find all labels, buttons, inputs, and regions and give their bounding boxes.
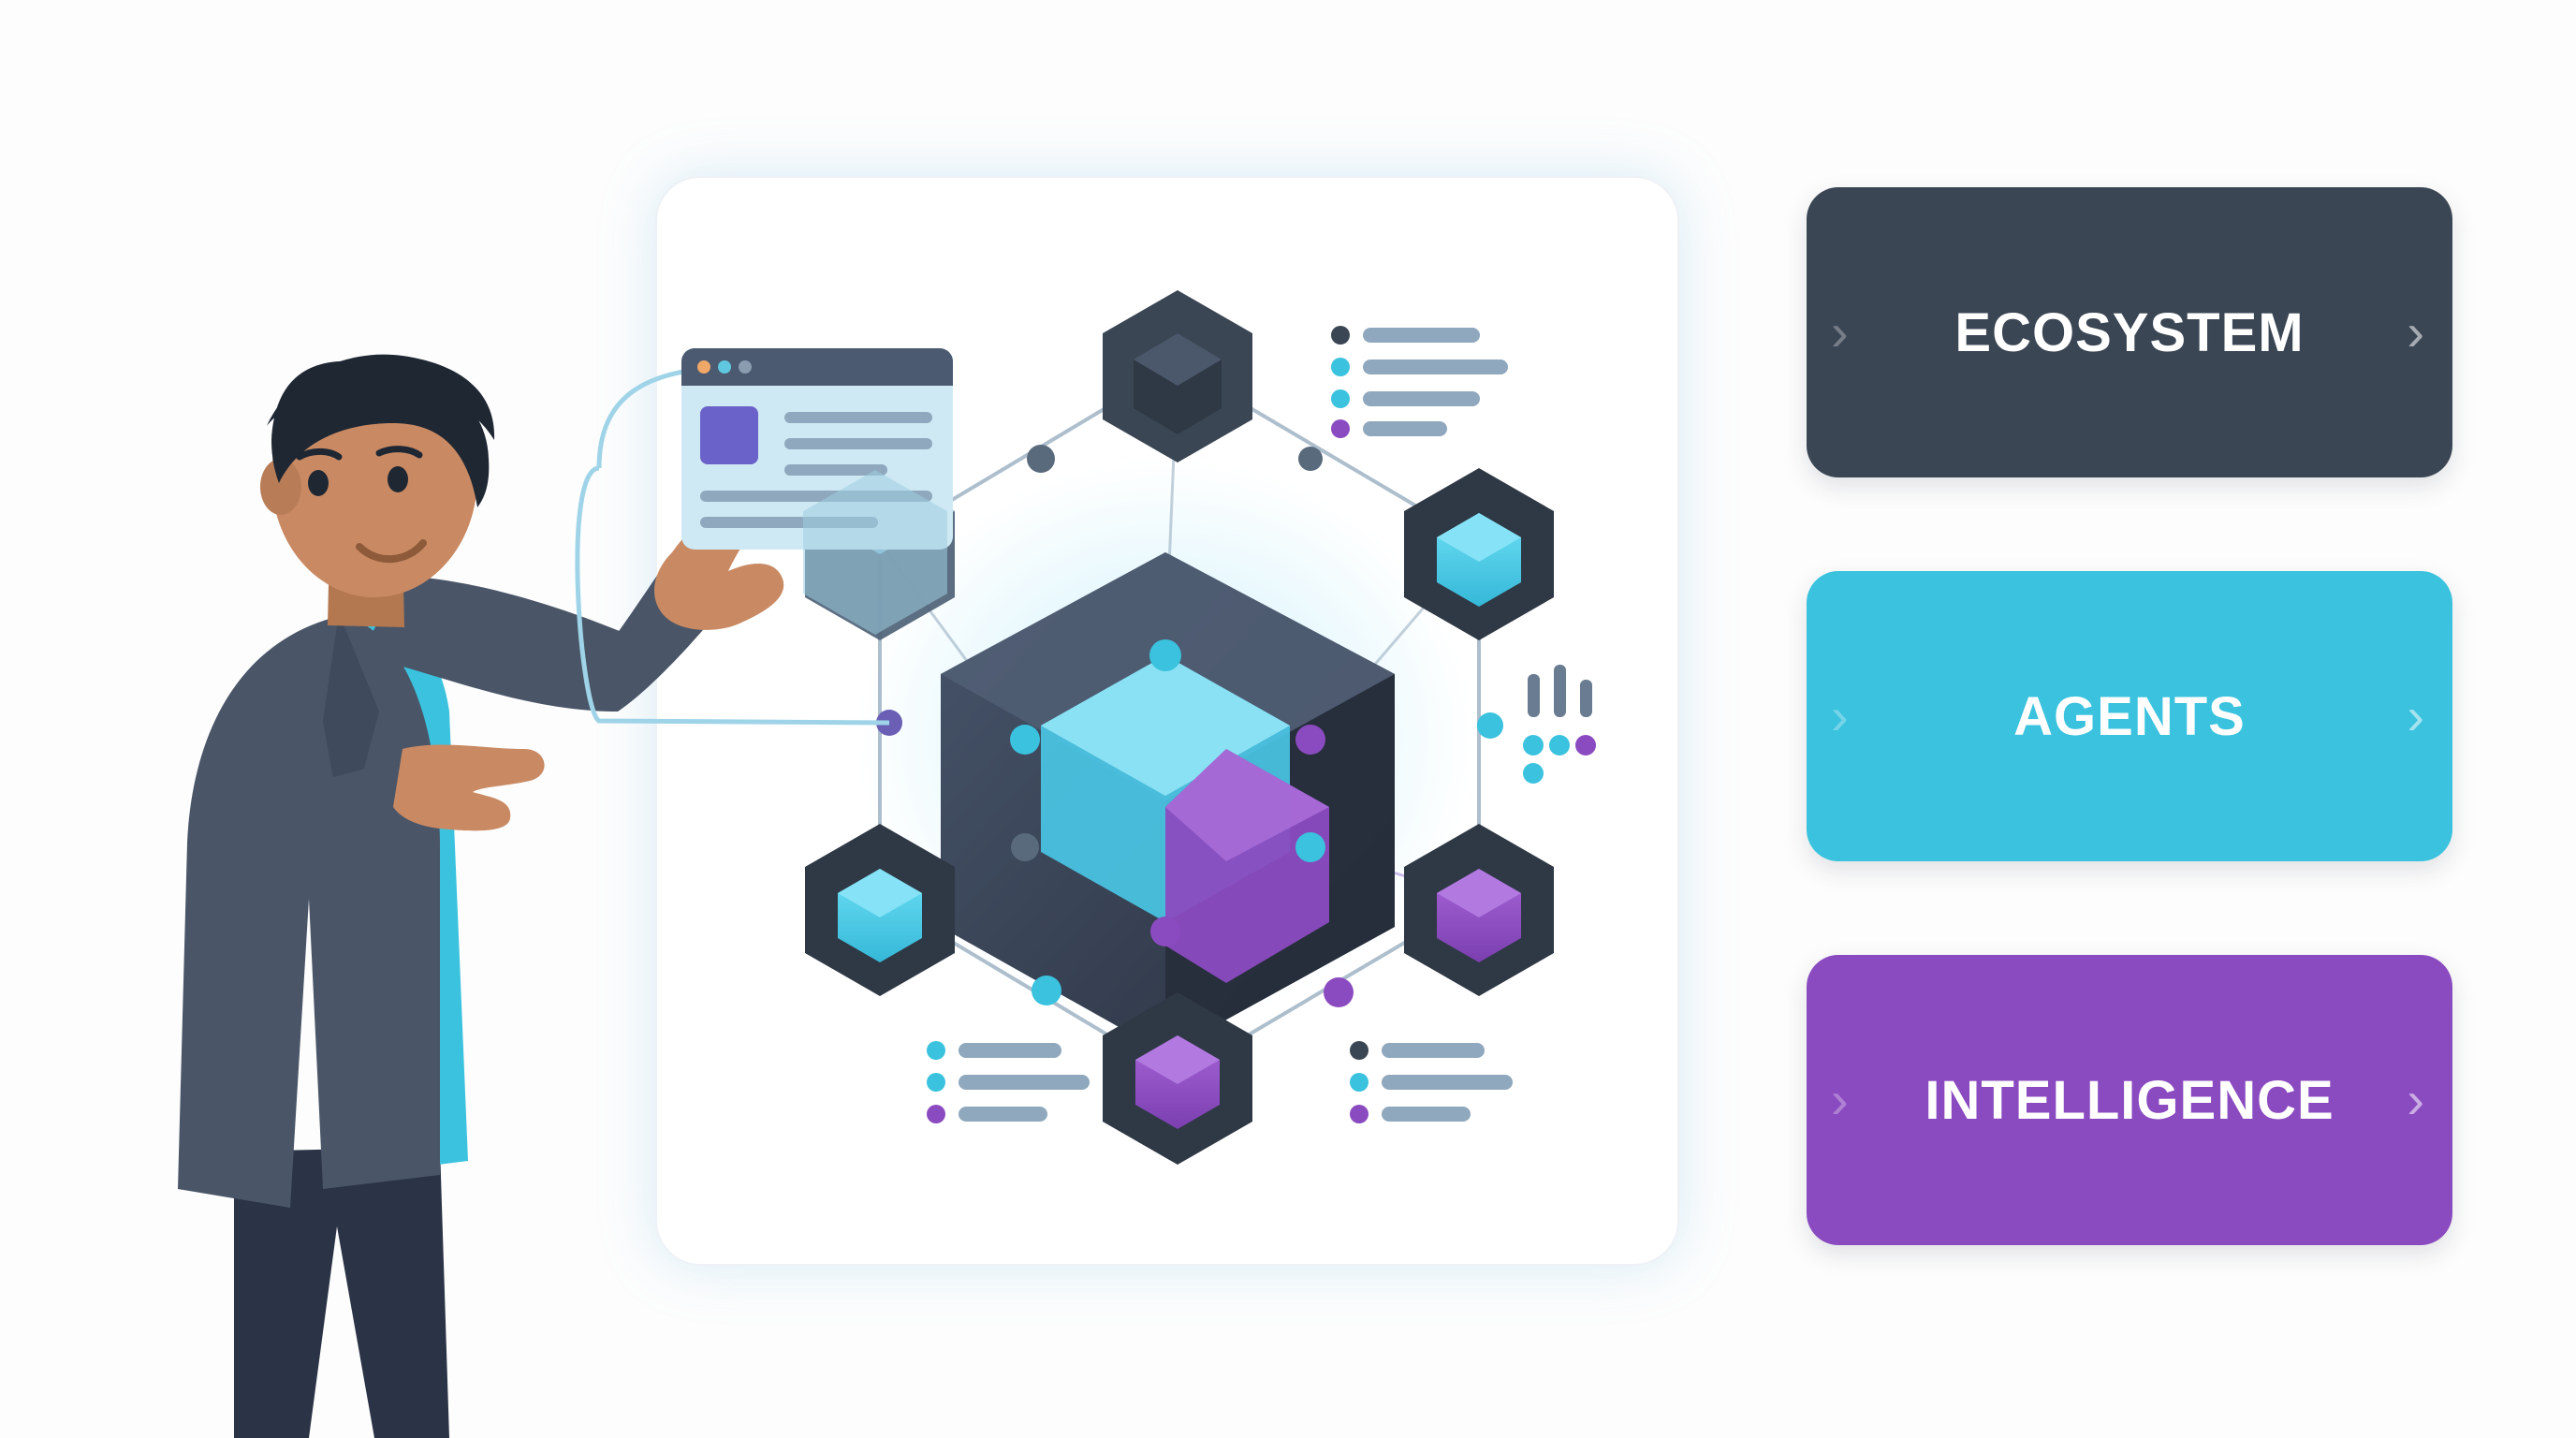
hex-node-top — [1103, 290, 1252, 462]
person-brow-right — [375, 446, 423, 459]
button-agents[interactable]: › AGENTS › — [1807, 571, 2452, 861]
central-cube — [941, 552, 1395, 1053]
button-intelligence[interactable]: › INTELLIGENCE › — [1807, 955, 2452, 1245]
detail-list-bottom-right — [1350, 1041, 1513, 1123]
node-network — [575, 290, 1596, 1165]
link-dot-7 — [1295, 832, 1325, 862]
hex-node-upper-right — [1404, 468, 1554, 640]
person-hair-top — [267, 354, 495, 440]
person-ear — [260, 459, 301, 515]
person-left-hand — [393, 744, 545, 831]
hex-node-bottom — [1103, 992, 1252, 1165]
presenter-illustration — [178, 354, 827, 1438]
detail-list-bottom-left — [927, 1041, 1090, 1123]
chevron-right-icon: › — [2407, 1070, 2424, 1129]
link-dot-1 — [1027, 445, 1055, 473]
link-dot-4 — [1010, 725, 1040, 755]
chevron-right-icon: › — [2407, 302, 2424, 361]
button-ecosystem[interactable]: › ECOSYSTEM › — [1807, 187, 2452, 477]
hex-node-lower-right — [1404, 824, 1554, 996]
wire-left — [575, 465, 890, 726]
link-dot-3 — [1149, 639, 1181, 671]
person-brow-left — [296, 448, 343, 461]
chevron-left-icon: › — [1831, 302, 1849, 361]
link-dot-9 — [1032, 976, 1061, 1005]
detail-list-top-right — [1331, 326, 1508, 438]
chevron-left-icon: › — [1831, 686, 1849, 745]
person-pants — [234, 1147, 449, 1438]
person-smile — [356, 539, 427, 563]
link-dot-11 — [1477, 712, 1503, 739]
person-jacket — [178, 618, 440, 1208]
person-eye-right — [388, 466, 408, 492]
chevron-left-icon: › — [1831, 1070, 1849, 1129]
person-right-arm — [360, 576, 655, 712]
dot-cluster-right — [1523, 665, 1596, 784]
button-intelligence-label: INTELLIGENCE — [1925, 1069, 2334, 1131]
person-eye-left — [308, 470, 329, 496]
hex-overlay-accent — [803, 470, 947, 635]
hex-node-lower-left — [805, 824, 955, 996]
link-dot-8 — [1150, 917, 1180, 946]
chevron-right-icon: › — [2407, 686, 2424, 745]
link-dot-2 — [1298, 447, 1323, 471]
person-hair — [271, 360, 490, 507]
button-agents-label: AGENTS — [2013, 685, 2246, 747]
button-ecosystem-label: ECOSYSTEM — [1954, 301, 2305, 363]
inner-cube-purple-top — [1165, 749, 1329, 861]
link-dot-10 — [1324, 977, 1354, 1007]
link-dot-5 — [1295, 725, 1325, 755]
person-left-arm — [201, 758, 417, 885]
link-dot-6 — [1011, 833, 1039, 861]
